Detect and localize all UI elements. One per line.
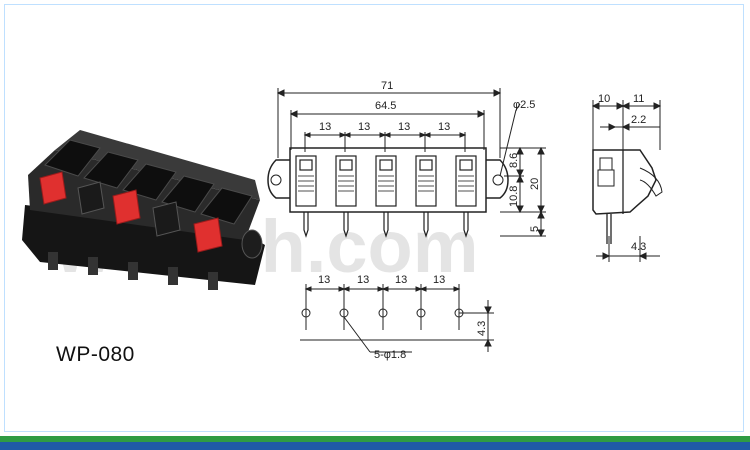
dim-pitch-3: 13 bbox=[398, 121, 410, 133]
dim-pitch-2: 13 bbox=[358, 121, 370, 133]
product-photo bbox=[22, 130, 265, 290]
red-button-3 bbox=[193, 217, 223, 253]
dim-height-lower: 10.8 bbox=[508, 186, 520, 207]
dim-height-total: 20 bbox=[529, 178, 541, 190]
sheet-border bbox=[4, 4, 744, 432]
pcb-layout-labels: 13 13 13 13 4.3 5-φ1.8 bbox=[318, 274, 488, 361]
dim-pitch-4: 13 bbox=[438, 121, 450, 133]
dim-depth-b: 11 bbox=[633, 93, 644, 105]
dim-hole-dia: φ2.5 bbox=[513, 99, 535, 111]
footer-stripe-green bbox=[0, 436, 750, 442]
red-button-2 bbox=[112, 189, 141, 225]
dim-overall-width: 71 bbox=[381, 80, 393, 92]
front-view-labels: 71 64.5 13 13 13 13 φ2.5 8.6 20 10.8 5 bbox=[319, 80, 541, 232]
dim-hole-spacing: 64.5 bbox=[375, 100, 396, 112]
pcb-layout bbox=[300, 284, 494, 353]
front-view bbox=[267, 88, 546, 238]
model-label: WP-080 bbox=[56, 343, 135, 366]
dim-pin-offset: 4.3 bbox=[631, 241, 646, 253]
pcb-pitch-3: 13 bbox=[395, 274, 407, 286]
footer-stripe-blue bbox=[0, 442, 750, 450]
side-view-labels: 10 11 2.2 4.3 bbox=[598, 93, 646, 253]
pcb-pitch-2: 13 bbox=[357, 274, 369, 286]
pcb-hole-spec: 5-φ1.8 bbox=[374, 349, 406, 361]
red-button-1 bbox=[39, 171, 67, 205]
dim-height-upper: 8.6 bbox=[508, 153, 520, 168]
dim-depth-a: 10 bbox=[598, 93, 610, 105]
side-view bbox=[591, 100, 663, 262]
dim-pitch-1: 13 bbox=[319, 121, 331, 133]
dim-pin-length: 5 bbox=[529, 226, 541, 232]
pcb-row-offset: 4.3 bbox=[476, 321, 488, 336]
dim-offset: 2.2 bbox=[631, 114, 646, 126]
pcb-pitch-1: 13 bbox=[318, 274, 330, 286]
pcb-pitch-4: 13 bbox=[433, 274, 445, 286]
